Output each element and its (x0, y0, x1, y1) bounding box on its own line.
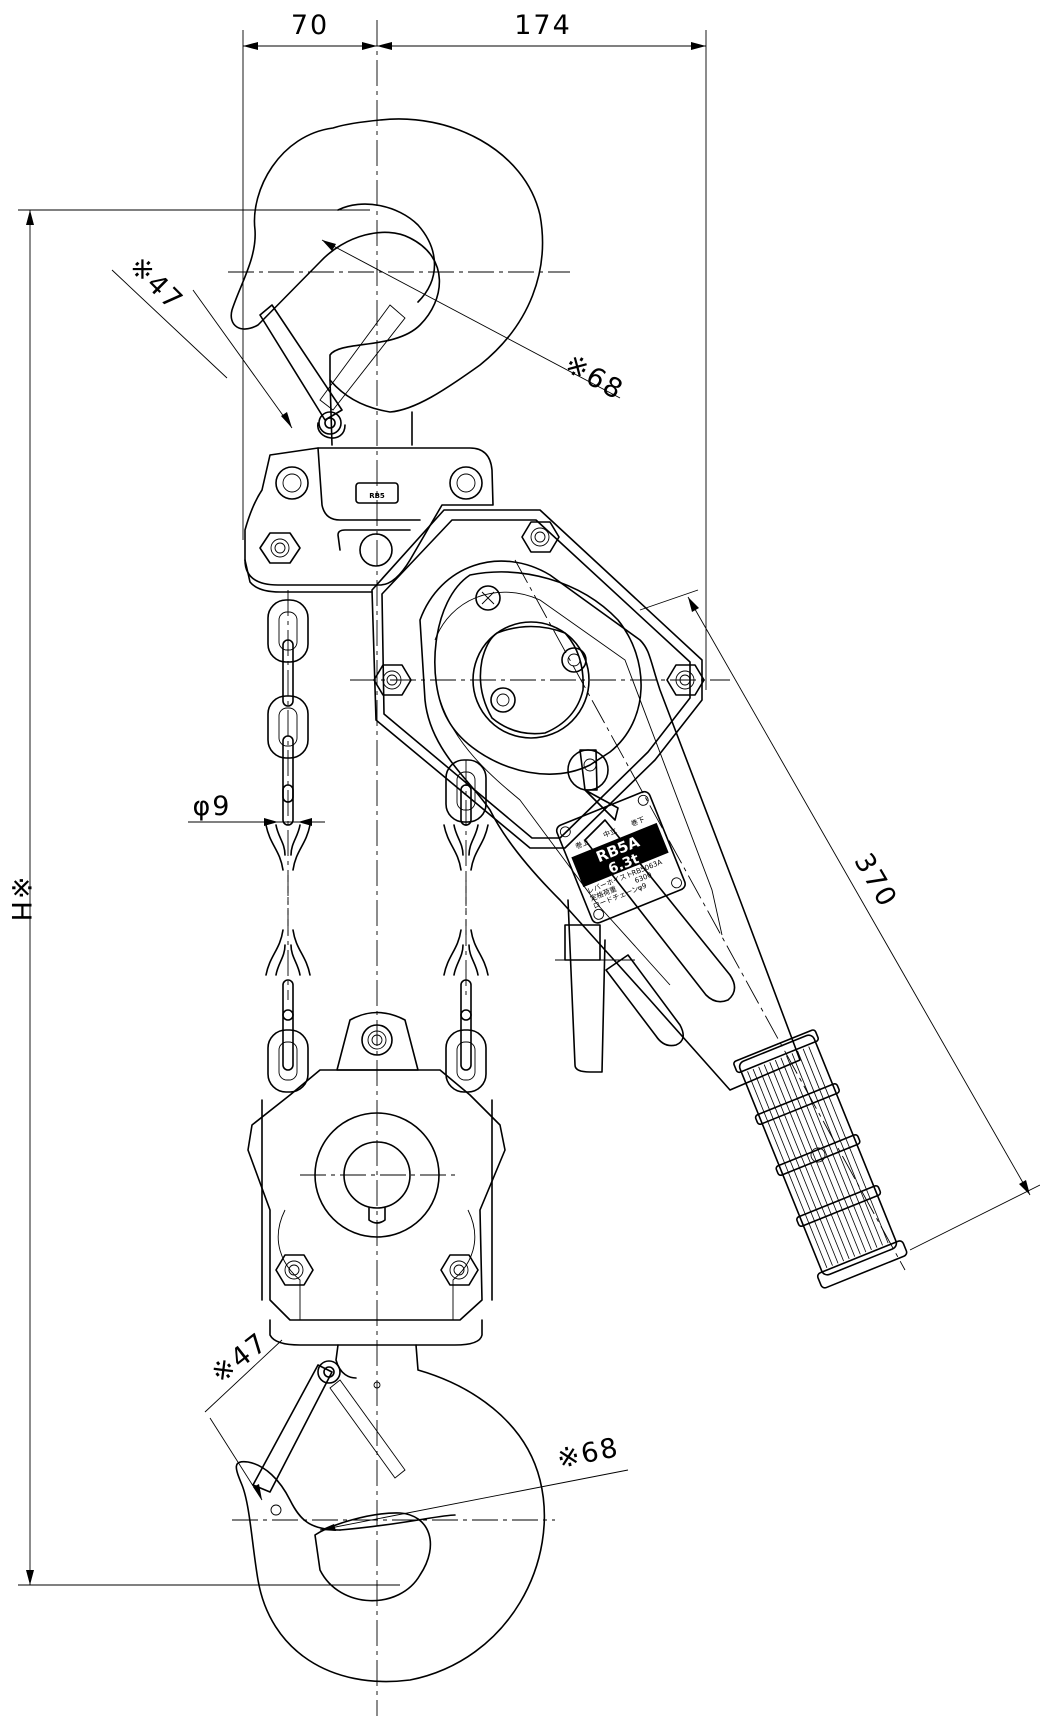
chain-link (267, 599, 309, 663)
load-chain-left (265, 599, 311, 1093)
dim-handle-length: 370 (848, 848, 904, 913)
dim-offset-left: 70 (291, 10, 329, 41)
load-chain-right (443, 759, 489, 1093)
grip-knurl-line (802, 1048, 883, 1246)
chain-link-inner (278, 611, 298, 651)
top-hook (230, 118, 544, 446)
grip-knurl-line (786, 1055, 867, 1253)
chain-link (267, 1029, 309, 1093)
dimension-174: 174 (377, 10, 707, 690)
dim-hook-opening-bottom: ※47 (205, 1327, 274, 1390)
plate-neutral: 中立 (602, 826, 618, 840)
chain-link (267, 695, 309, 759)
top-yoke: RB5 (244, 447, 494, 593)
chain-link-inner (278, 707, 298, 747)
chain-link (445, 759, 487, 823)
chain-link-edge (282, 1009, 294, 1071)
dimension-47-top: ※47 (111, 251, 293, 429)
grip-knurl-line (747, 1071, 828, 1269)
grip-knurl-line (791, 1053, 872, 1251)
dimension-68-top: ※68 (321, 239, 629, 407)
housing-nut-top (521, 521, 560, 553)
yoke-nut (259, 532, 301, 564)
instruction-plate: 巻上 中立 巻下 RB5A 6.3t レバーホイスト RB5063A 定格荷重 … (555, 790, 686, 924)
grip (733, 1029, 908, 1289)
chain-break (265, 929, 311, 976)
dim-overall-height: ※H (5, 877, 36, 924)
dim-offset-right: 174 (514, 10, 572, 41)
grip-knurl-line (774, 1059, 856, 1257)
block-nut-left (275, 1254, 314, 1286)
grip-knurl-line (752, 1068, 833, 1266)
grip-knurl-line (797, 1050, 878, 1248)
chain-link-edge (282, 784, 294, 826)
chain-link-inner (456, 1041, 476, 1081)
bottom-block (247, 1011, 506, 1346)
chain-link-edge (282, 735, 294, 803)
chain-break (443, 929, 489, 976)
dimension-phi9: φ9 (188, 791, 325, 826)
dim-chain-diameter: φ9 (193, 791, 232, 822)
housing-nut-left (373, 664, 412, 696)
housing-nut-right (666, 664, 705, 696)
grip-knurl-line (808, 1046, 889, 1244)
chain-link (445, 1029, 487, 1093)
block-nut-right (440, 1254, 479, 1286)
chain-link-edge (282, 979, 294, 1021)
chain-break (443, 824, 489, 871)
grip-knurl-line (769, 1062, 850, 1260)
plate-spec-5: φ9 (636, 882, 647, 893)
chain-break (265, 824, 311, 871)
lever-handle (419, 560, 801, 1091)
dim-hook-throat-top: ※68 (559, 348, 629, 406)
grip-knurl-line (780, 1057, 861, 1255)
body-badge: RB5 (369, 492, 385, 500)
chain-link-inner (456, 771, 476, 811)
bottom-hook (235, 1344, 546, 1683)
plate-wind-down: 巻下 (630, 815, 646, 829)
gear-housing (371, 509, 705, 849)
chain-link-edge (460, 784, 472, 826)
plate-wind-up: 巻上 (574, 837, 590, 851)
dim-hook-throat-bottom: ※68 (554, 1432, 622, 1475)
chain-link-edge (460, 979, 472, 1021)
chain-link-edge (282, 639, 294, 707)
grip-knurl-line (758, 1066, 839, 1264)
dimension-H: ※H (5, 209, 400, 1586)
dim-hook-opening-top: ※47 (123, 251, 189, 317)
chain-link-inner (278, 1041, 298, 1081)
grip-knurl-line (763, 1064, 844, 1262)
dimension-70: 70 (242, 10, 377, 540)
chain-link-edge (460, 1009, 472, 1071)
